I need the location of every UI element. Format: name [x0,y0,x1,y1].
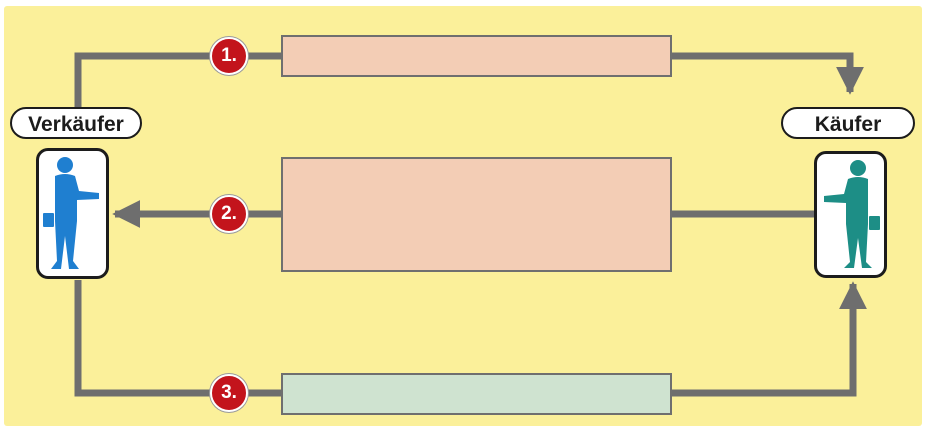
seller-card [36,148,109,279]
buyer-card [814,151,887,278]
step-3-box [281,373,672,415]
seller-figure [43,157,99,269]
seller-label: Verkäufer [10,107,142,139]
step-1-box [281,35,672,77]
buyer-figure [824,160,880,268]
step-3-badge: 3. [210,374,248,412]
businessman-icon [824,160,880,268]
step-2-badge: 2. [210,195,248,233]
step-2-box [281,157,672,272]
step-1-badge: 1. [210,37,248,75]
businessman-icon [43,157,99,269]
buyer-label: Käufer [781,107,915,139]
